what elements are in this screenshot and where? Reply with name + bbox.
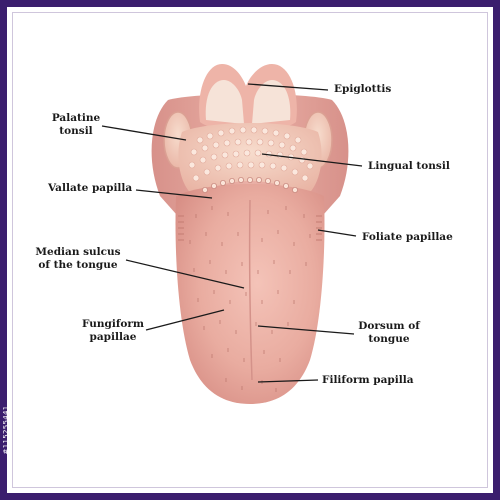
label-foliate-papillae: Foliate papillae (362, 231, 453, 243)
label-fungiform-papillae: Fungiform papillae (82, 318, 144, 344)
median-sulcus (248, 199, 253, 381)
leader-foliate (317, 229, 357, 237)
leader-palatine-tonsil (101, 125, 187, 141)
label-filiform-papilla: Filiform papilla (322, 374, 414, 386)
label-fungiform-line2: papillae (89, 331, 137, 343)
foliate-papillae (178, 215, 322, 241)
stock-id-strip: #115255441 (0, 370, 12, 490)
stock-id-text: #115255441 (2, 405, 10, 455)
label-epiglottis: Epiglottis (334, 83, 392, 95)
leader-epiglottis (247, 83, 329, 91)
inner-frame (12, 12, 488, 488)
epiglottis-left-lobe (205, 80, 244, 124)
vallate-papillae (201, 176, 298, 193)
lingual-tonsil-texture (188, 126, 314, 182)
epiglottis-right-lobe (252, 80, 291, 124)
leader-dorsum (257, 325, 355, 335)
leader-median (125, 259, 245, 289)
label-vallate-papilla: Vallate papilla (48, 182, 133, 194)
label-palatine-tonsil: Palatine tonsil (48, 112, 104, 138)
leader-lines (101, 83, 363, 383)
label-median-sulcus: Median sulcus of the tongue (30, 246, 126, 272)
label-palatine-tonsil-line1: Palatine (51, 112, 101, 124)
label-fungiform-line1: Fungiform (82, 318, 145, 330)
lingual-tonsil-region (178, 123, 322, 196)
leader-fungiform (145, 309, 225, 331)
leader-lingual-tonsil (261, 153, 363, 167)
label-median-sulcus-line2: of the tongue (38, 259, 118, 271)
label-lingual-tonsil: Lingual tonsil (368, 160, 450, 172)
label-dorsum-line1: Dorsum of (358, 320, 420, 332)
leader-vallate (135, 189, 213, 199)
papillae-texture (189, 206, 311, 392)
label-dorsum-of-tongue: Dorsum of tongue (358, 320, 420, 346)
leader-filiform (257, 379, 319, 383)
label-dorsum-line2: tongue (368, 333, 410, 345)
label-palatine-tonsil-line2: tonsil (59, 125, 93, 137)
label-median-sulcus-line1: Median sulcus (35, 246, 121, 258)
